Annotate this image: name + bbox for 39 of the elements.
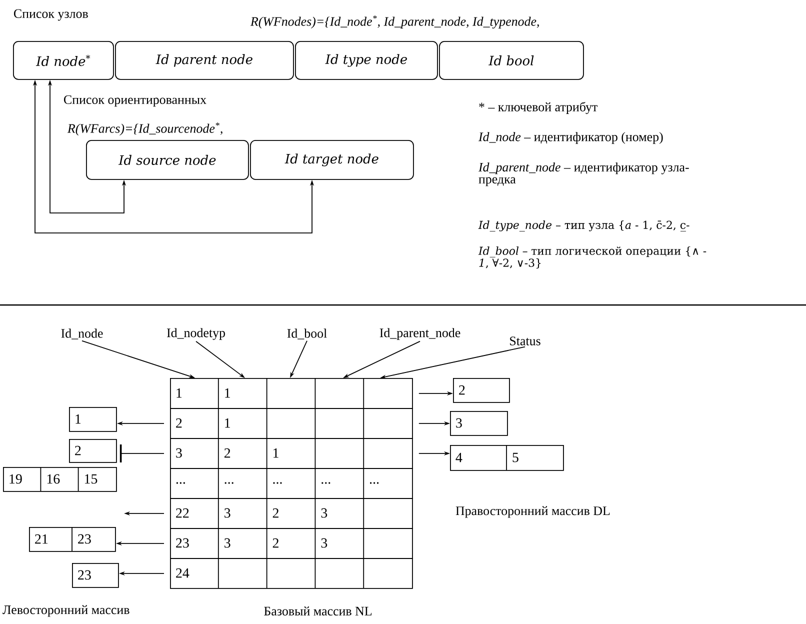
- attribute-box: Id parent node: [115, 41, 294, 80]
- array-caption: Правосторонний массив DL: [456, 506, 610, 518]
- array-caption: Левосторонний массив: [2, 605, 130, 617]
- array-box: 21 23: [29, 526, 116, 552]
- note: Id_parent_node – идентификатор узла-предка: [478, 162, 689, 186]
- column-header: Id_node: [61, 328, 103, 340]
- attribute-box: Id type node: [295, 41, 438, 80]
- note: Id_bool – тип логической операции {∧ - 1, ∀-2, ∨-3}: [478, 246, 706, 268]
- table-row: 24: [170, 558, 413, 589]
- attribute-box: Id target node: [250, 140, 414, 180]
- table-row: ... ... ... ... ...: [170, 468, 413, 499]
- relation-formula: R(WFnodes)={Id_node$^{*}$, Id_parent_node, Id_typenode,: [250, 15, 539, 29]
- attribute-box: Id bool: [439, 41, 584, 80]
- column-header: Id_nodetyp: [166, 328, 225, 340]
- note: Id_node – идентификатор (номер): [478, 132, 663, 144]
- array-box: 23: [72, 563, 119, 588]
- relation-formula: R(WFarcs)={Id_sourcenode$^{*}$,: [67, 122, 222, 136]
- arrow: [120, 444, 164, 462]
- array-box: 4 5: [450, 444, 564, 471]
- array-caption: Базовый массив NL: [264, 606, 372, 616]
- column-header: Id_parent_node: [380, 328, 460, 340]
- column-header: Id_bool: [287, 328, 327, 340]
- column-header: Status: [510, 336, 540, 346]
- list-title: Список ориентированных: [64, 95, 206, 107]
- table-row: 1 1: [170, 378, 413, 409]
- array-box: 2: [453, 378, 510, 403]
- note: Id_type_node – тип узла {a - 1, c̄-2, c̲-: [478, 220, 690, 232]
- array-box: 19 16 15: [3, 466, 117, 492]
- array-box: 2: [69, 439, 117, 463]
- note: * – ключевой атрибут: [479, 102, 598, 114]
- table-row: 23 3 2 3: [170, 528, 413, 559]
- table-row: 3 2 1: [170, 438, 413, 469]
- list-title: Список узлов: [14, 9, 88, 21]
- attribute-box: Id node$^{*}$: [13, 41, 114, 80]
- array-box: 1: [69, 407, 117, 432]
- attribute-box: Id source node: [86, 140, 249, 180]
- array-box: 3: [450, 411, 508, 436]
- table-row: 2 1: [170, 408, 413, 439]
- table-row: 22 3 2 3: [170, 498, 413, 529]
